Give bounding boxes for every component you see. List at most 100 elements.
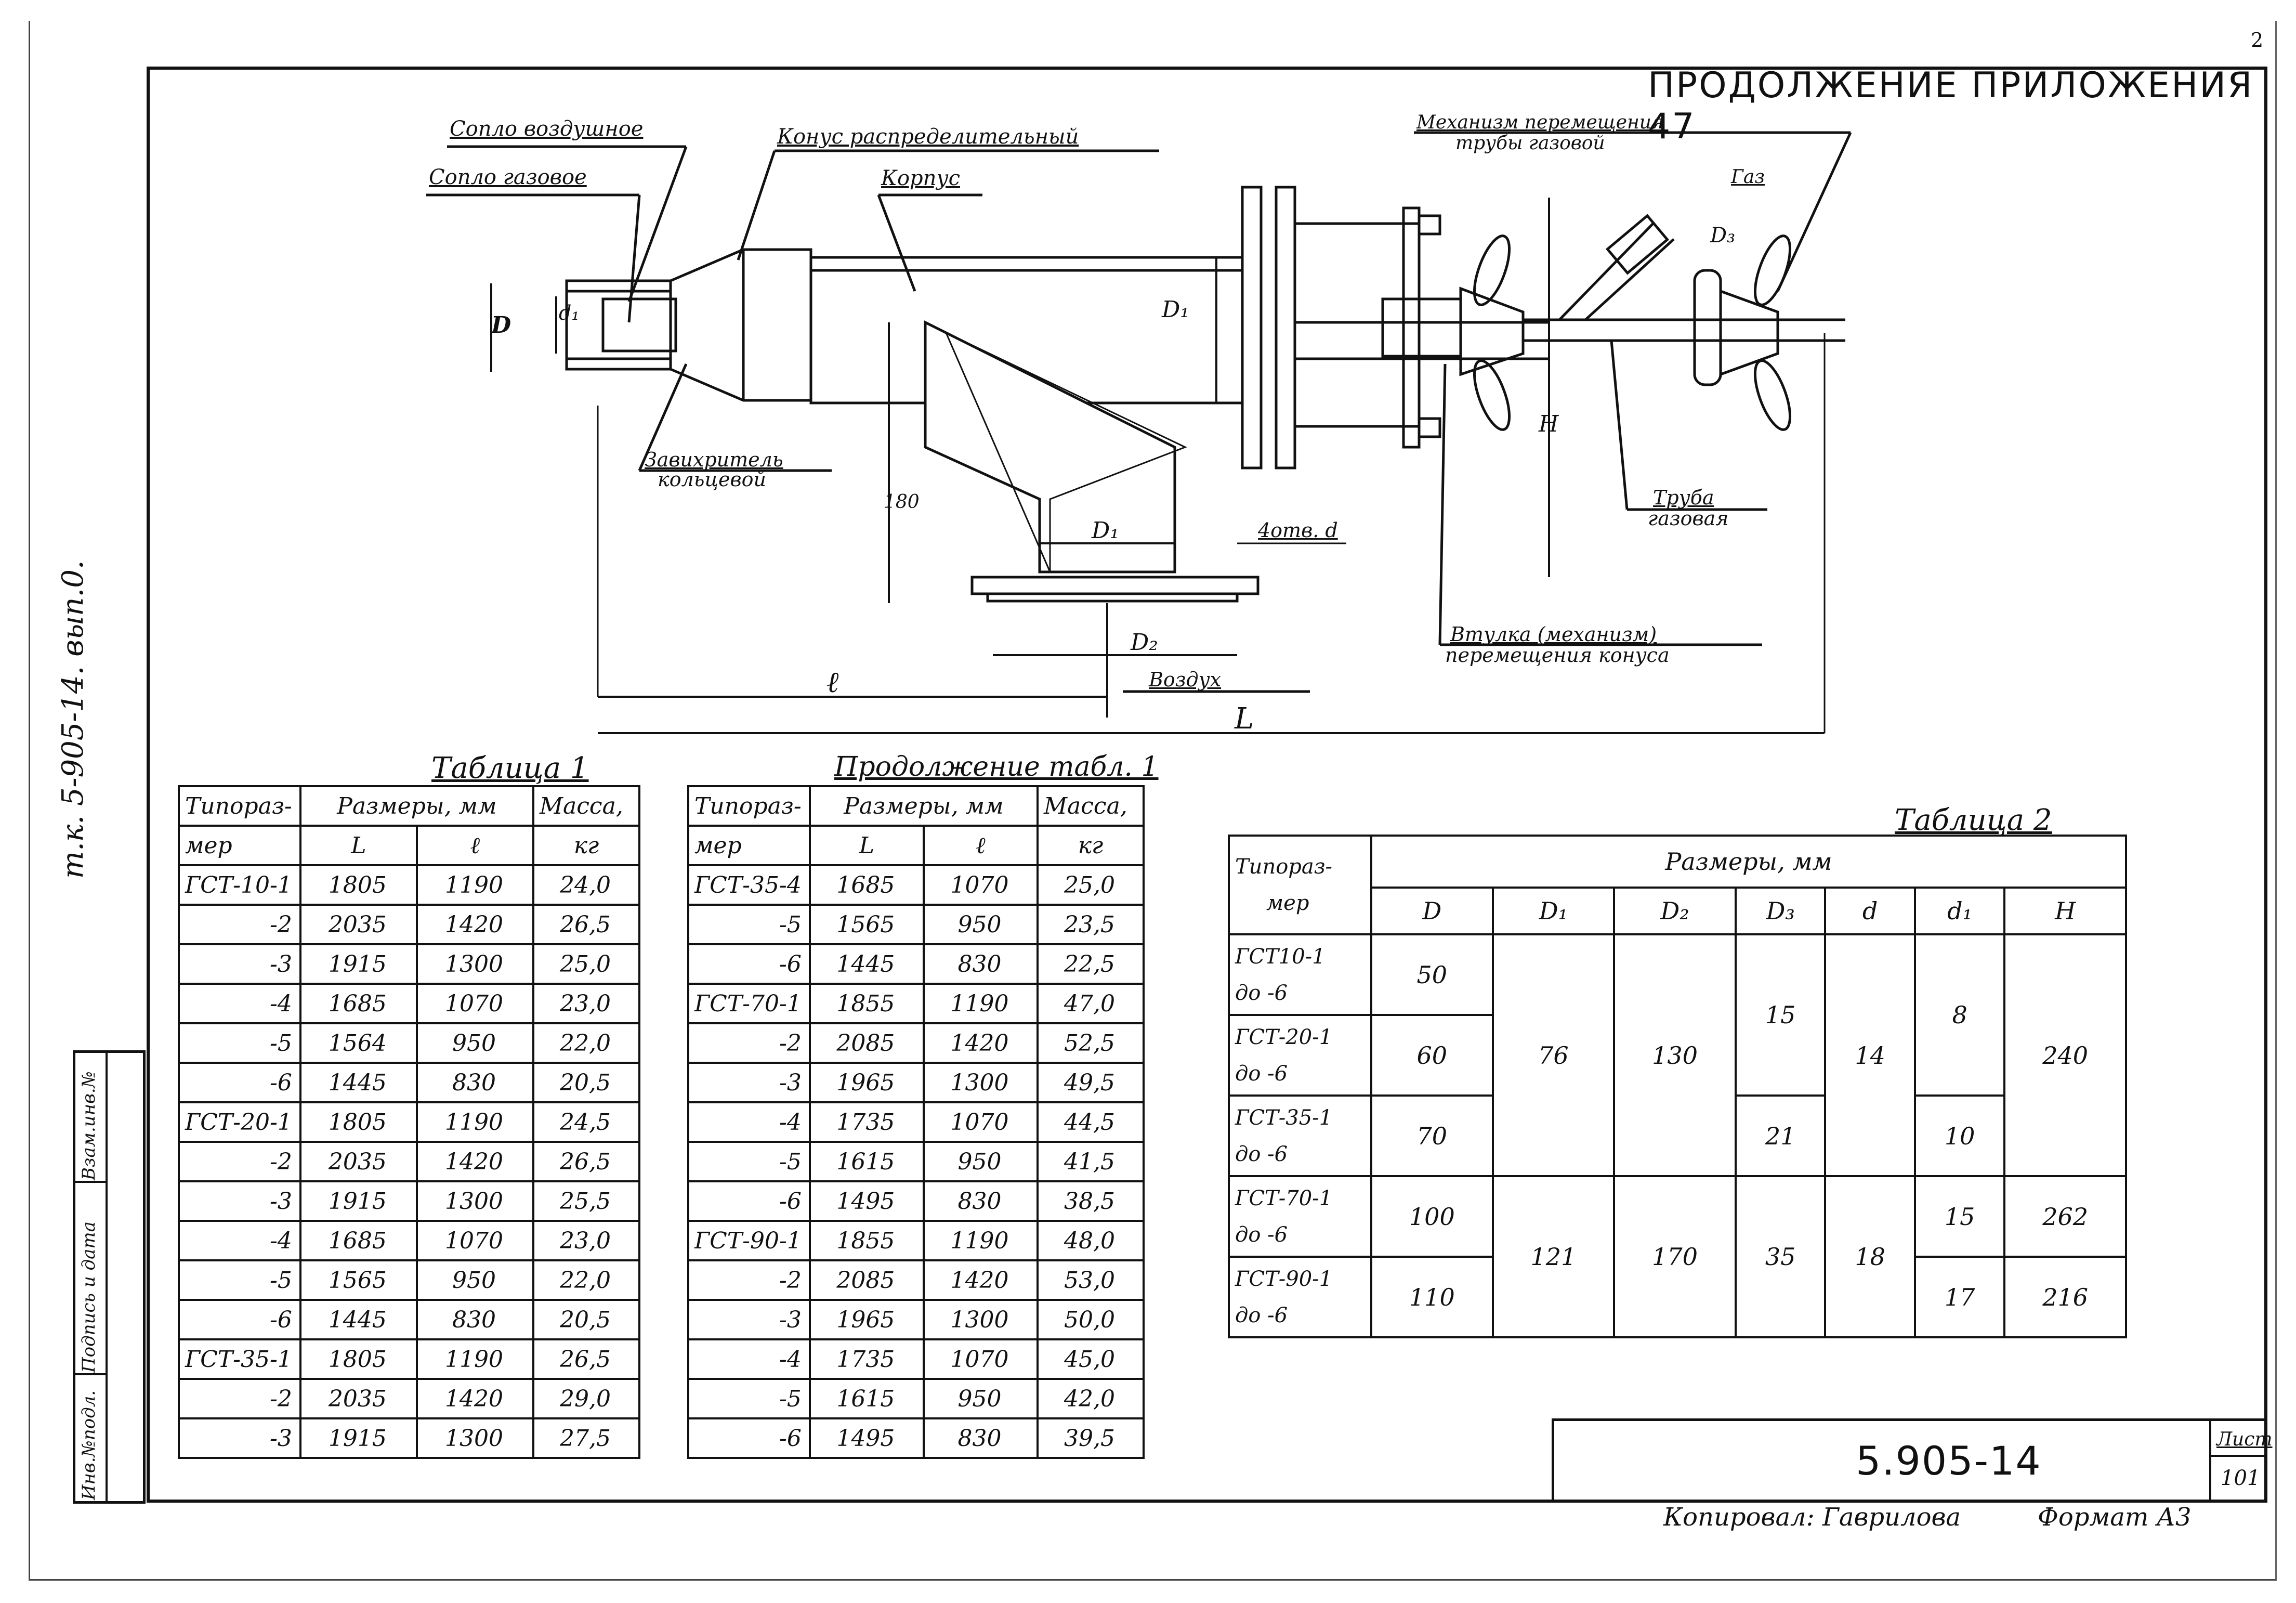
t1b-cell: -2 [687,1259,811,1301]
t2-col-header: d [1824,887,1916,935]
dim-D1-top: D₁ [1162,296,1189,323]
t1b-cell: 950 [922,1378,1039,1419]
t1-cell: 1190 [415,1101,535,1143]
t1-cell: 22,0 [532,1259,640,1301]
t1-cell: 26,5 [532,1338,640,1380]
t1-cell: 1805 [299,1338,418,1380]
t2-D3-2: 21 [1734,1094,1827,1177]
label-gas: Газ [1731,166,1765,188]
label-gas-nozzle: Сопло газовое [429,165,587,189]
footer-format: Формат А3 [2038,1503,2192,1532]
t1-cell: 24,0 [532,864,640,906]
t1b-cell: -5 [687,904,811,945]
side-cell-1 [75,1053,106,1183]
t1b-head-type: Типораз- [687,785,811,827]
t2-type-4a: ГСТ-70-1 [1235,1186,1333,1210]
t1-cell: -4 [178,983,301,1024]
t1b-cell: 45,0 [1037,1338,1145,1380]
t1b-cell: 1965 [808,1299,925,1340]
label-mechanism-2: трубы газовой [1455,133,1605,154]
t1-cell: 830 [415,1299,535,1340]
table1b: Типораз- Размеры, мм Масса, мер L ℓ кг Г… [687,785,1145,1459]
t1-cell: -5 [178,1259,301,1301]
label-pipe-2: газовая [1648,507,1729,530]
label-air-nozzle: Сопло воздушное [450,117,644,141]
t1b-cell: -2 [687,1022,811,1064]
t2-D-3: 70 [1370,1094,1494,1177]
t1b-cell: 1855 [808,983,925,1024]
t1b-head-type2: мер [687,825,811,866]
t2-d-1: 14 [1824,933,1916,1177]
t1-cell: 950 [415,1259,535,1301]
t2-type-1b: до -6 [1235,981,1288,1005]
footer-copied: Копировал: Гаврилова [1663,1503,1961,1532]
t1-cell: 26,5 [532,904,640,945]
t1b-cell: 1735 [808,1101,925,1143]
t2-D-1: 50 [1370,933,1494,1016]
t1-cell: 22,0 [532,1022,640,1064]
t1b-cell: 1615 [808,1141,925,1182]
corner-mark: 2 [2251,29,2264,51]
t1-cell: 2035 [299,904,418,945]
t2-type-5a: ГСТ-90-1 [1235,1267,1333,1291]
dim-D: D [491,312,511,338]
mechanism-gas-shape [1693,269,1722,386]
t1-cell: -4 [178,1220,301,1261]
t1b-head-l: ℓ [922,825,1039,866]
t1-cell: 25,0 [532,943,640,985]
t1-cell: 1445 [299,1299,418,1340]
t1-cell: -2 [178,1378,301,1419]
t2-d1-1: 8 [1913,933,2006,1097]
t1-cell: 29,0 [532,1378,640,1419]
elbow-shape [924,320,1176,574]
t1b-cell: 49,5 [1037,1062,1145,1103]
t2-type-2a: ГСТ-20-1 [1235,1025,1333,1049]
label-swirler-1: Завихритель [645,448,783,471]
t2-D2-1: 130 [1613,933,1737,1177]
t1b-cell: 1565 [808,904,925,945]
side-stamp-box: Взам.инв.№ Подпись и дата Инв.№подл. [73,1050,146,1504]
t1-head-type2: мер [178,825,301,866]
label-body: Корпус [881,166,961,190]
t1-cell: 1420 [415,904,535,945]
t1-cell: -6 [178,1299,301,1340]
t2-col-header: H [2003,887,2127,935]
t1-cell: -6 [178,1062,301,1103]
t1b-cell: 52,5 [1037,1022,1145,1064]
t1b-head-mass: Масса, [1037,785,1145,827]
t1b-cell: 1615 [808,1378,925,1419]
t1-cell: 2035 [299,1378,418,1419]
t1b-cell: -6 [687,1180,811,1222]
t1b-cell: 41,5 [1037,1141,1145,1182]
table1: Типораз- Размеры, мм Масса, мер L ℓ кг Г… [178,785,640,1459]
t1-cell: 27,5 [532,1417,640,1459]
t1-cell: 23,0 [532,983,640,1024]
t1-head-type: Типораз- [178,785,301,827]
side-label-2: Подпись и дата [78,1221,99,1373]
t1-cell: 24,5 [532,1101,640,1143]
dim-l: ℓ [826,666,839,699]
distribution-cone-shape [669,248,812,402]
table2-title: Таблица 2 [1895,803,2052,837]
t2-type-4b: до -6 [1235,1222,1288,1247]
t2-D1-1: 76 [1491,933,1616,1177]
t1b-cell: 1300 [922,1299,1039,1340]
t2-D-4: 100 [1370,1175,1494,1258]
t1-head-L: L [299,825,418,866]
t1b-cell: 1420 [922,1022,1039,1064]
side-cell-2 [75,1183,106,1375]
